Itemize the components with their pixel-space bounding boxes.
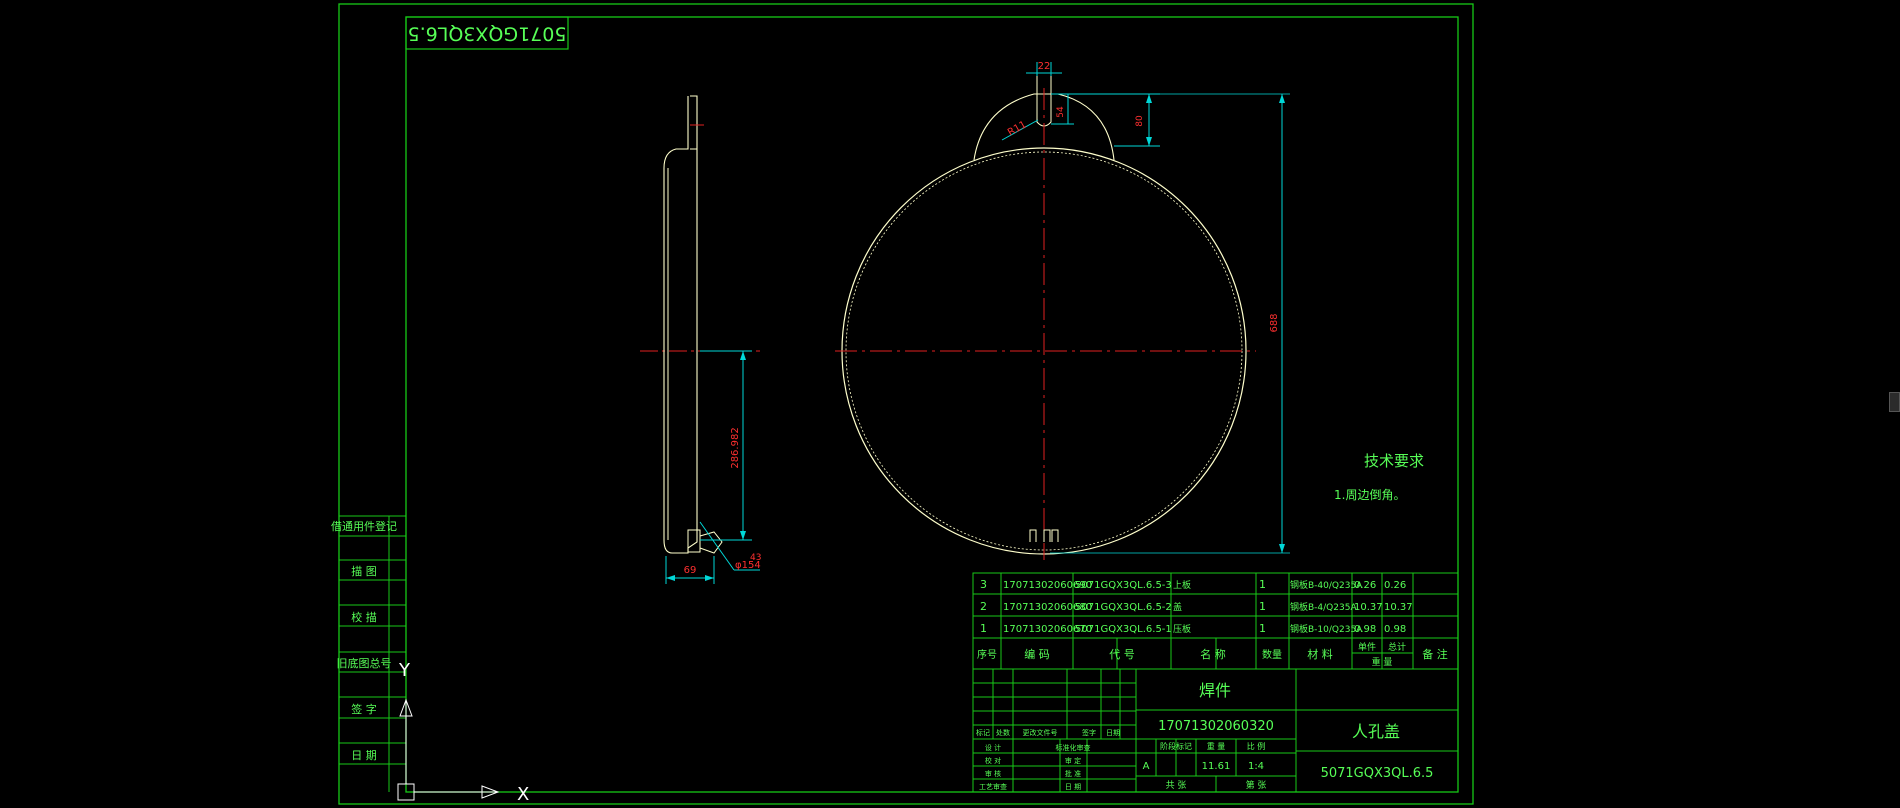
bom-h-total: 总计 (1388, 641, 1406, 653)
rotated-drawing-code: 5071GQX3QL6.5 (408, 23, 567, 45)
stage-value: A (1143, 761, 1150, 772)
strip-label-6: 日 期 (351, 749, 377, 762)
scale-label: 比 例 (1247, 741, 1266, 751)
bom-cell-material: 钢板B-40/Q235A (1290, 579, 1363, 591)
rotated-code-box: 5071GQX3QL6.5 (405, 16, 569, 50)
bom-cell-code: 5071GQX3QL.6.5-3 (1075, 580, 1172, 591)
sign-label: 标记 (976, 728, 990, 737)
sign-label: 更改文件号 (1023, 728, 1058, 737)
bom-h-qty: 数量 (1262, 648, 1282, 661)
bom-cell-unit: 10.37 (1354, 602, 1383, 613)
side-view: 286.982 69 φ154 43 (640, 95, 761, 584)
ucs-x-label: X (517, 784, 529, 805)
scrollbar-thumb[interactable] (1889, 392, 1900, 412)
drawing-code: 5071GQX3QL.6.5 (1321, 766, 1434, 781)
bom-cell-total: 0.98 (1384, 624, 1406, 635)
side-dim-hole: φ154 (735, 560, 761, 571)
technical-notes: 技术要求 1.周边倒角。 (1334, 452, 1424, 502)
role-label-right: 审 定 (1065, 756, 1081, 765)
bom-cell-part_no: 17071302060690 (1003, 580, 1092, 591)
side-dim-height: 286.982 (730, 427, 741, 468)
strip-label-1: 借通用件登记 (331, 519, 397, 533)
strip-label-3: 校 描 (351, 610, 377, 624)
bom-cell-qty: 1 (1259, 600, 1266, 613)
bom-cell-code: 5071GQX3QL.6.5-2 (1075, 602, 1172, 613)
notes-item-1: 1.周边倒角。 (1334, 488, 1405, 502)
role-label-right: 标准化审查 (1056, 743, 1091, 752)
role-label: 审 核 (985, 769, 1001, 778)
strip-label-5: 签 字 (351, 702, 377, 716)
role-label-right: 日 期 (1065, 783, 1081, 791)
bom-cell-total: 0.26 (1384, 580, 1406, 591)
sign-labels: 标记处数 更改文件号 签字 日期设 计校 对审 核工艺审查 标准化审查审 定批 准日 期 (976, 728, 1120, 791)
front-dim-overall: 688 (1269, 313, 1280, 332)
top-tab (973, 93, 1115, 161)
role-label: 工艺审查 (979, 782, 1007, 791)
front-dim-slot-width: 22 (1038, 61, 1051, 72)
bom-cell-name: 压板 (1173, 623, 1191, 635)
role-label-right: 批 准 (1065, 769, 1081, 778)
bom-cell-seq: 2 (980, 600, 987, 613)
bom-cell-material: 钢板B-4/Q235A (1290, 601, 1357, 613)
scale-value: 1:4 (1248, 761, 1264, 772)
bom-h-material: 材 料 (1307, 647, 1333, 661)
bom-h-code: 代 号 (1109, 648, 1135, 661)
ucs-y-label: Y (398, 660, 411, 681)
side-dim-width: 69 (684, 565, 697, 576)
bom-cell-unit: 0.98 (1354, 624, 1376, 635)
bom-h-partno: 编 码 (1024, 647, 1050, 661)
part-name: 人孔盖 (1352, 722, 1400, 741)
bom-h-name: 名 称 (1200, 647, 1226, 661)
bom-cell-qty: 1 (1259, 622, 1266, 635)
front-dim-tab-height: 80 (1135, 115, 1145, 127)
bom-cell-name: 上板 (1173, 579, 1191, 591)
weight-value: 11.61 (1202, 761, 1231, 772)
ucs-icon: Y X (397, 660, 529, 805)
bom-cell-seq: 3 (980, 578, 987, 591)
role-label: 校 对 (985, 756, 1001, 765)
vertical-scrollbar[interactable] (1886, 0, 1900, 808)
bom-cell-part_no: 17071302060680 (1003, 602, 1092, 613)
inner-frame (405, 16, 1459, 793)
sheet-no: 第 张 (1246, 779, 1267, 791)
outer-frame (338, 3, 1474, 805)
sheet-total: 共 张 (1166, 780, 1187, 791)
sign-label: 处数 (996, 728, 1010, 737)
bom-h-note: 备 注 (1422, 647, 1448, 661)
front-view: 22 54 80 688 R11 (835, 61, 1290, 560)
bom-cell-total: 10.37 (1384, 602, 1413, 613)
weldment-type: 焊件 (1199, 681, 1231, 700)
stage-label: 阶段标记 (1160, 741, 1192, 751)
bom-cell-part_no: 17071302060670 (1003, 624, 1092, 635)
bom-cell-name: 盖 (1173, 601, 1182, 613)
bom-cell-unit: 0.26 (1354, 580, 1376, 591)
title-block-text: 焊件 17071302060320 人孔盖 5071GQX3QL.6.5 阶段标… (1143, 681, 1434, 791)
strip-label-2: 描 图 (351, 564, 377, 578)
bom-cell-code: 5071GQX3QL.6.5-1 (1075, 624, 1172, 635)
notes-title: 技术要求 (1364, 452, 1424, 470)
left-signature-strip: 借通用件登记 描 图 校 描 旧底图总号 签 字 日 期 (331, 515, 406, 792)
side-view-body (663, 95, 698, 554)
bom-cell-qty: 1 (1259, 578, 1266, 591)
title-block (972, 668, 1459, 793)
strip-label-4: 旧底图总号 (337, 656, 392, 670)
bom-cell-material: 钢板B-10/Q235A (1290, 623, 1363, 635)
drawing-frames (338, 3, 1474, 805)
sign-label: 日期 (1106, 729, 1120, 737)
front-dim-slot-depth: 54 (1056, 106, 1066, 118)
weight-label: 重 量 (1207, 741, 1226, 751)
bom-header: 序号 编 码 代 号 名 称 数量 材 料 单件 总计 重 量 备 注 (977, 641, 1448, 668)
bom-cell-seq: 1 (980, 622, 987, 635)
bom-h-weight: 重 量 (1372, 656, 1393, 668)
side-dim-small: 43 (750, 553, 761, 563)
bom-h-unit: 单件 (1358, 641, 1376, 653)
bom-h-seq: 序号 (977, 648, 997, 661)
front-dim-radius: R11 (1006, 119, 1029, 138)
sign-label: 签字 (1082, 728, 1096, 737)
role-label: 设 计 (985, 743, 1001, 752)
part-number: 17071302060320 (1158, 719, 1274, 734)
